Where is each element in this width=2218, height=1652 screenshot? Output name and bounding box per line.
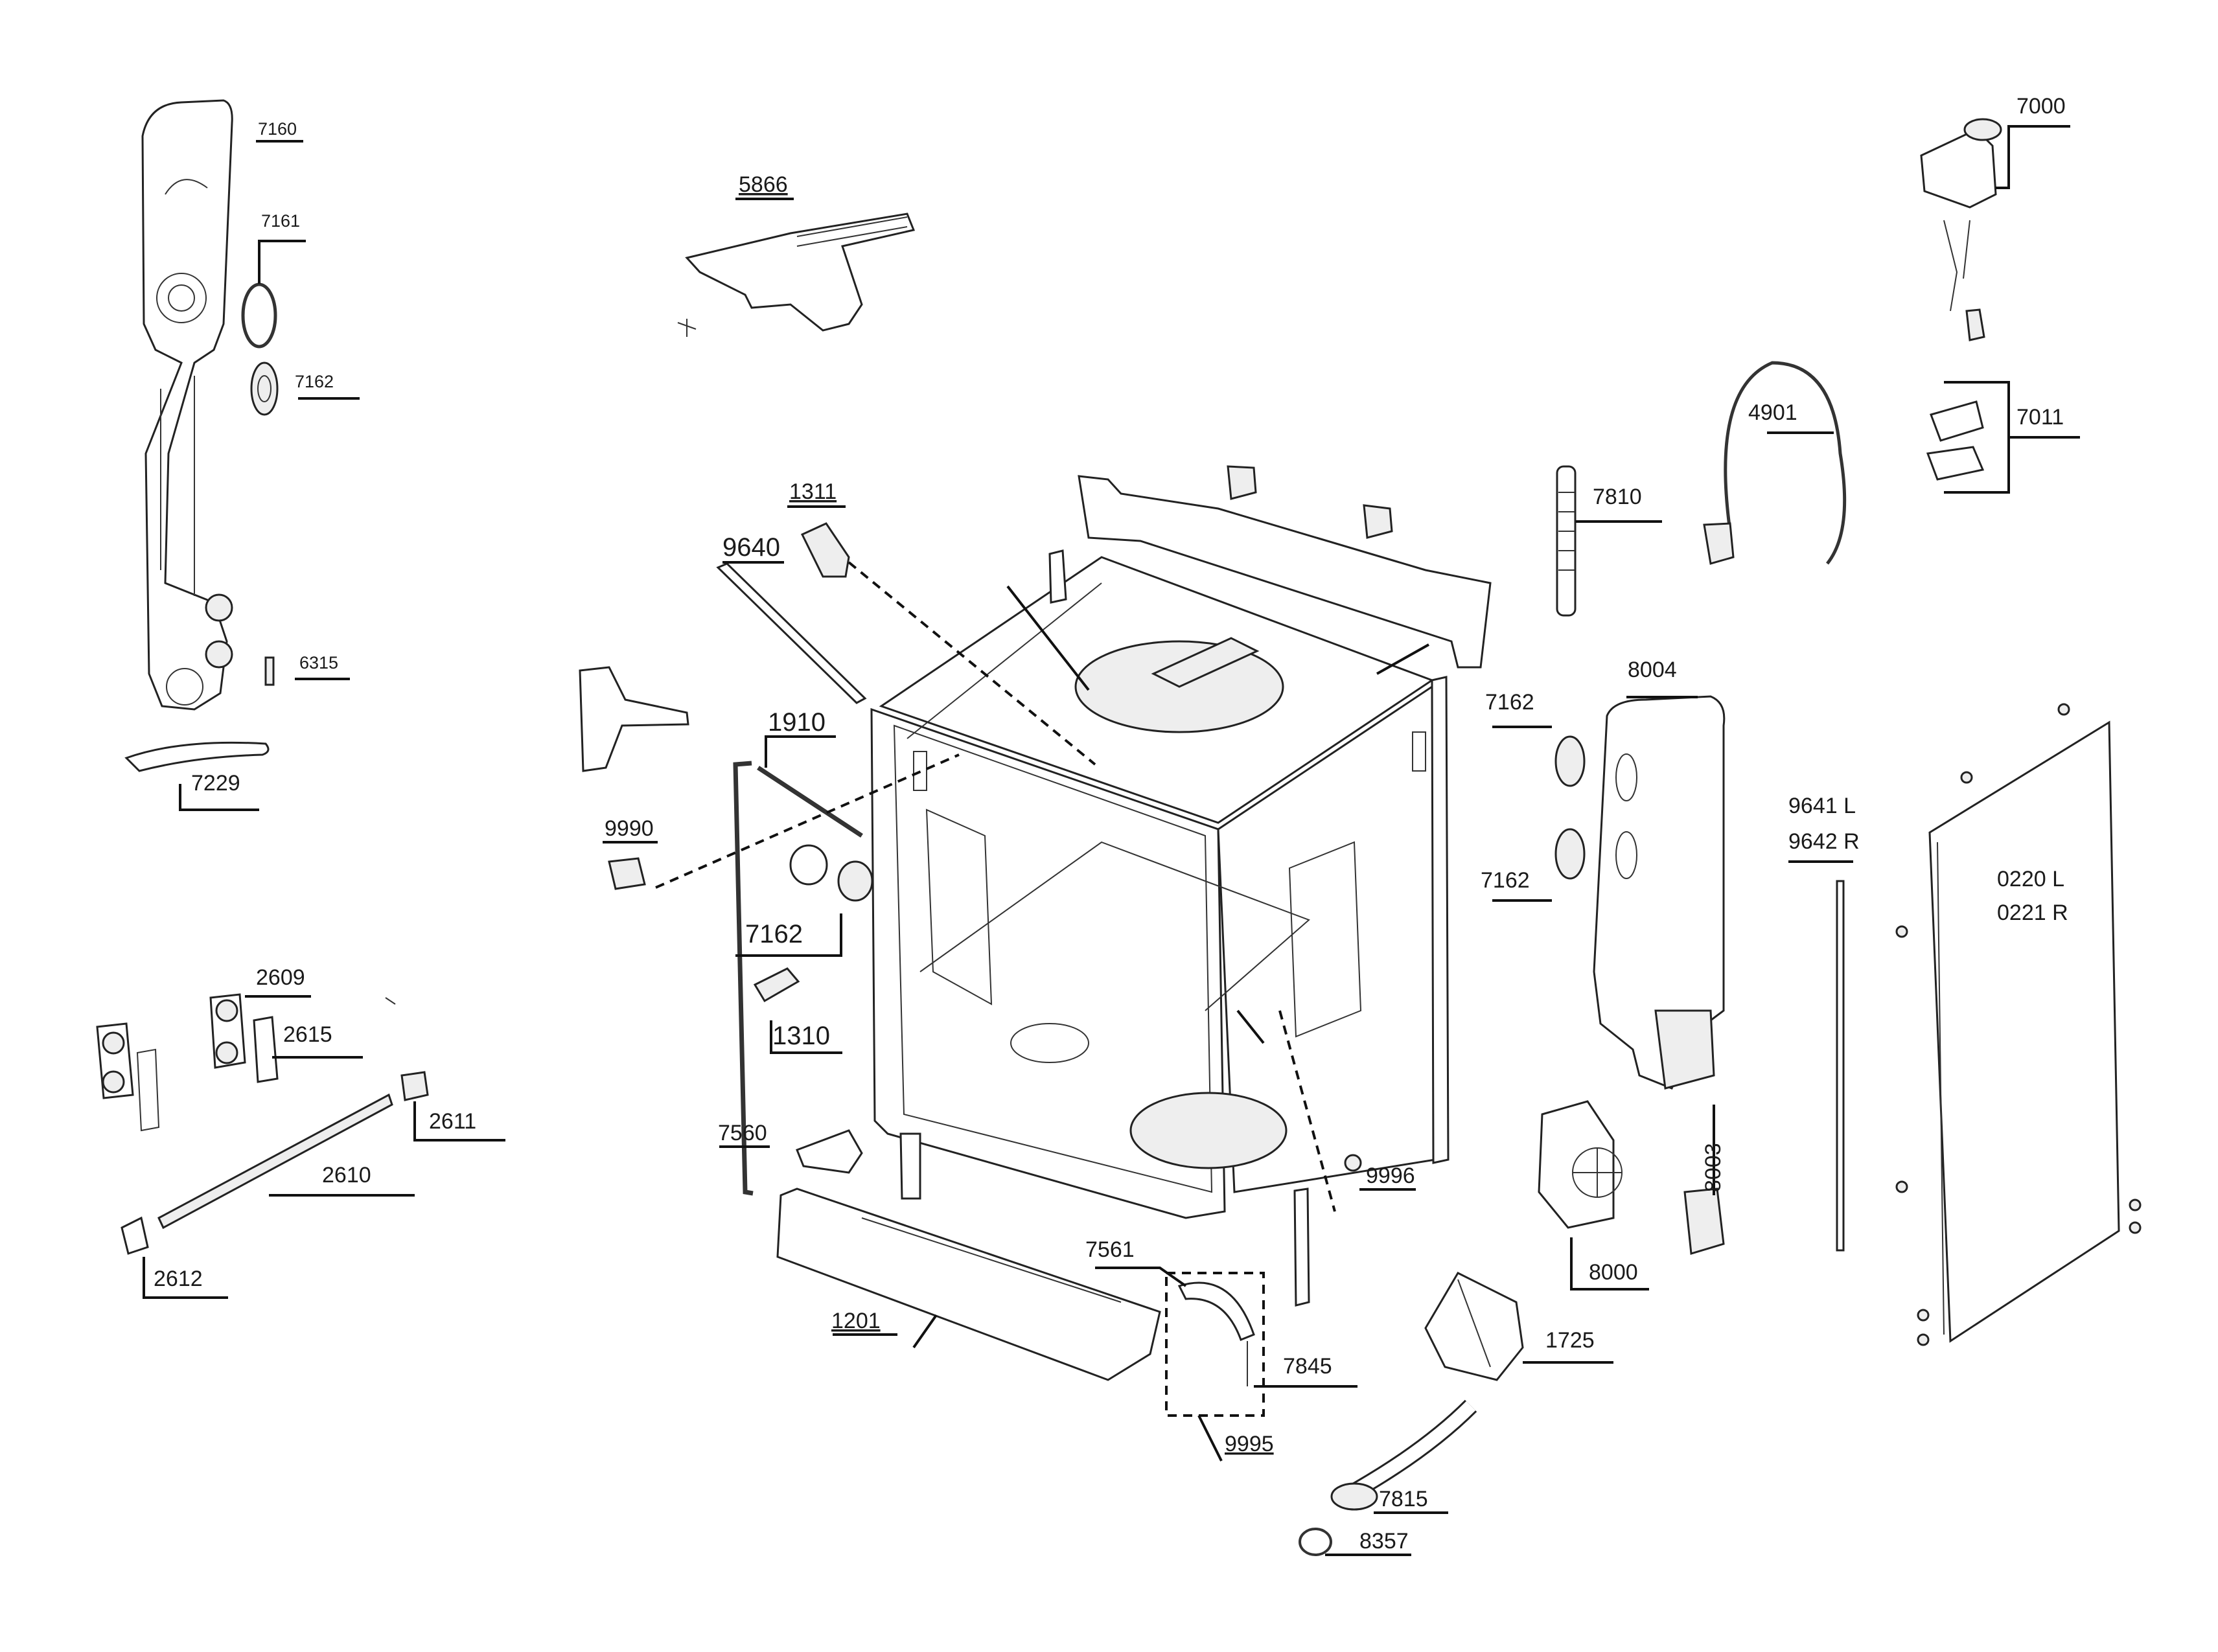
part-8000-pump [1538, 1100, 1623, 1229]
part-labels: 7160 7161 7162 6315 7229 5866 1311 9640 … [154, 94, 2068, 1554]
part-7815-drain-hose [1330, 1399, 1477, 1511]
label-4901: 4901 [1748, 400, 1797, 425]
part-1311-bracket [800, 522, 850, 578]
part-side-bracket [579, 666, 689, 772]
part-2612-end-cap [121, 1216, 149, 1255]
label-6315: 6315 [299, 653, 338, 672]
label-7011: 7011 [2016, 405, 2064, 430]
label-7162: 7162 [1485, 690, 1534, 715]
part-2615-plate [253, 1016, 279, 1083]
label-1201: 1201 [831, 1309, 881, 1333]
part-7162-seals-right [1554, 735, 1586, 880]
part-8357-clamp [1299, 1528, 1332, 1556]
part-7229-hose [124, 741, 270, 772]
label-5866: 5866 [739, 172, 788, 197]
label-7561: 7561 [1085, 1237, 1135, 1262]
label-7845: 7845 [1283, 1354, 1332, 1379]
label-8357: 8357 [1359, 1529, 1409, 1554]
leader-lines [143, 125, 2080, 1556]
label-9641-l: 9641 L [1788, 794, 1856, 818]
part-7561-hinge-right [1165, 1272, 1265, 1417]
part-1910-door-seal [733, 761, 863, 1196]
part-2609-bracket [96, 993, 246, 1132]
label-1725: 1725 [1545, 1328, 1595, 1353]
label-9990: 9990 [605, 816, 654, 841]
label-1311: 1311 [789, 479, 837, 504]
part-9640-strip [716, 562, 867, 704]
part-7011-bracket [1926, 400, 1985, 481]
label-2611: 2611 [429, 1109, 476, 1134]
label-2610: 2610 [322, 1163, 371, 1187]
label-7160: 7160 [258, 119, 297, 139]
label-7810: 7810 [1593, 485, 1642, 509]
part-2611-clip [385, 997, 429, 1101]
label-8003: 8003 [1701, 1143, 1726, 1192]
label-7162: 7162 [1481, 868, 1530, 893]
part-9990-clip [608, 857, 646, 890]
part-7810-hose [1556, 465, 1577, 617]
label-9640: 9640 [722, 533, 780, 562]
label-7162: 7162 [745, 920, 803, 948]
part-9641-9642-rail [1836, 880, 1845, 1252]
label-7000: 7000 [2016, 94, 2066, 119]
label-7229: 7229 [191, 771, 240, 796]
label-7815: 7815 [1379, 1487, 1428, 1511]
label-8000: 8000 [1589, 1260, 1638, 1285]
label-2615: 2615 [283, 1022, 332, 1047]
label-9642-r: 9642 R [1788, 829, 1860, 854]
part-9996-screw [1344, 1154, 1362, 1172]
label-0220-l: 0220 L [1997, 867, 2064, 891]
part-4901-power-cord [1703, 361, 1847, 565]
label-7560: 7560 [718, 1121, 767, 1145]
label-2609: 2609 [256, 965, 305, 990]
label-0221-r: 0221 R [1997, 901, 2068, 925]
part-8004-panel [1593, 695, 1726, 1090]
part-tub-frame [870, 465, 1492, 1307]
part-7161-o-ring [241, 282, 277, 349]
label-1910: 1910 [768, 708, 826, 737]
label-8004: 8004 [1628, 658, 1677, 682]
part-8003-clip [1683, 1187, 1725, 1255]
part-7162-plug [789, 844, 873, 902]
part-2610-strip [157, 1093, 393, 1230]
label-1310: 1310 [772, 1022, 830, 1050]
part-7000-valve [1920, 118, 2002, 341]
label-2612: 2612 [154, 1267, 203, 1291]
part-7160-side-panel [141, 99, 275, 711]
part-1725-bracket [1424, 1272, 1524, 1381]
label-9995: 9995 [1225, 1432, 1274, 1456]
part-5866-cover [677, 212, 916, 337]
label-7162: 7162 [295, 372, 334, 391]
part-0220-0221-side-panel [1895, 703, 2142, 1346]
part-1201-base [776, 1187, 1161, 1381]
part-1310-latch [753, 967, 800, 1003]
part-7560-hinge-left [796, 1129, 863, 1174]
part-7162-seal-left [250, 361, 279, 416]
label-7161: 7161 [261, 211, 300, 231]
label-9996: 9996 [1366, 1164, 1415, 1188]
